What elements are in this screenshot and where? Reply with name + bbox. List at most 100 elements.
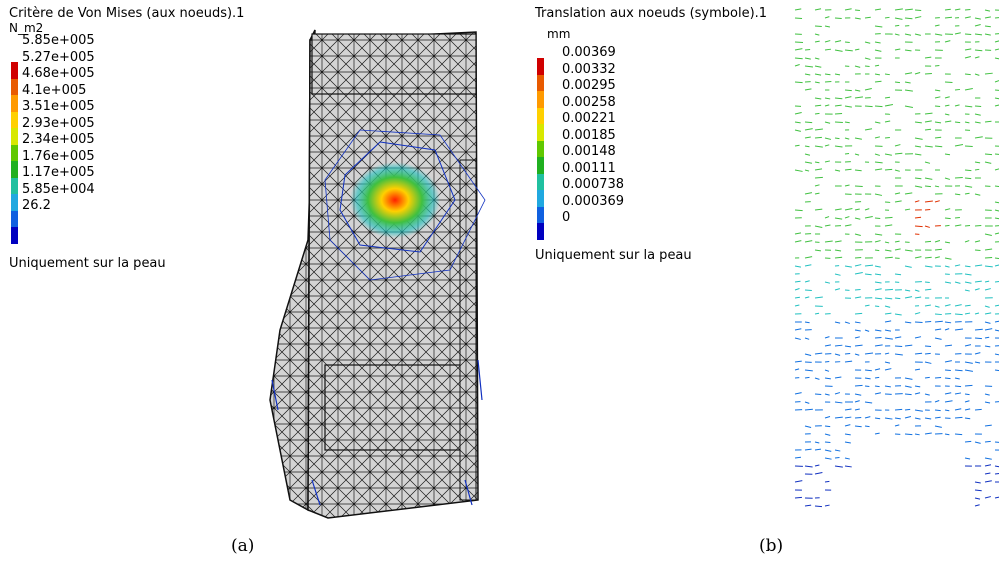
displacement-arrow [864, 329, 870, 332]
displacement-arrow [974, 337, 982, 340]
displacement-arrow [814, 249, 821, 252]
displacement-arrow [804, 136, 811, 139]
displacement-arrow [884, 216, 893, 219]
displacement-arrow [994, 465, 999, 468]
displacement-arrow [944, 208, 951, 211]
displacement-arrow [814, 40, 820, 43]
displacement-arrow [934, 337, 942, 340]
displacement-arrow [844, 137, 850, 140]
displacement-arrow [914, 145, 921, 148]
displacement-arrow [804, 192, 813, 195]
displacement-arrow [994, 329, 999, 332]
displacement-arrow [994, 48, 999, 51]
displacement-arrow [794, 209, 803, 212]
displacement-arrow [824, 441, 831, 444]
displacement-arrow [854, 208, 860, 211]
displacement-arrow [914, 185, 923, 188]
displacement-arrow [864, 401, 873, 404]
displacement-arrow [794, 480, 803, 483]
displacement-arrow [814, 104, 822, 107]
displacement-arrow [794, 144, 800, 147]
displacement-arrow [974, 497, 981, 500]
displacement-arrow [874, 392, 881, 395]
displacement-arrow [994, 17, 999, 19]
displacement-arrow [824, 457, 832, 460]
displacement-arrow [874, 265, 881, 268]
displacement-arrow [874, 168, 883, 171]
displacement-arrow [874, 368, 881, 371]
displacement-arrow [804, 256, 813, 259]
displacement-arrow [794, 368, 800, 371]
legend-tick-label: 1.17e+005 [22, 165, 95, 180]
displacement-arrow [894, 169, 900, 172]
displacement-arrow [804, 169, 810, 172]
displacement-arrow [874, 121, 881, 124]
displacement-arrow [954, 144, 964, 147]
displacement-arrow [924, 288, 932, 291]
displacement-arrow [794, 280, 801, 283]
displacement-arrow [834, 273, 841, 276]
displacement-arrow [994, 104, 999, 107]
displacement-arrow [904, 49, 912, 52]
colorbar-segment [11, 62, 18, 79]
legend-tick-label: 5.27e+005 [22, 49, 95, 65]
displacement-arrow [924, 185, 931, 188]
displacement-arrow [994, 80, 999, 83]
displacement-arrow [864, 273, 872, 276]
displacement-arrow [964, 169, 972, 172]
displacement-arrow [914, 200, 920, 203]
displacement-arrow [874, 297, 883, 300]
displacement-arrow [984, 9, 991, 12]
displacement-arrow [884, 312, 892, 315]
displacement-arrow [874, 193, 883, 196]
displacement-arrow [994, 304, 999, 307]
displacement-arrow [874, 240, 881, 243]
displacement-arrow [794, 169, 803, 172]
displacement-arrow [994, 353, 999, 356]
displacement-arrow [874, 249, 880, 252]
displacement-arrow [844, 416, 852, 419]
displacement-arrow [994, 345, 999, 347]
displacement-arrow [864, 88, 872, 91]
displacement-arrow [824, 224, 831, 227]
displacement-arrow [804, 504, 812, 507]
displacement-arrow [864, 377, 871, 380]
legend-tick-label: 0.000738 [562, 177, 625, 192]
displacement-arrow [924, 56, 932, 59]
displacement-arrow [954, 264, 961, 267]
displacement-arrow [944, 281, 952, 284]
displacement-arrow [814, 168, 823, 171]
legend-tick-label: 0.00148 [562, 144, 616, 159]
displacement-arrow [814, 208, 823, 211]
displacement-arrow [794, 81, 803, 84]
legend-tick-label: 3.51e+005 [22, 99, 95, 114]
displacement-arrow [874, 417, 881, 420]
displacement-arrow [964, 361, 973, 364]
colorbar-segment [537, 223, 544, 241]
displacement-arrow [874, 25, 883, 28]
displacement-arrow [824, 144, 830, 147]
displacement-arrow [934, 248, 942, 251]
displacement-arrow [854, 408, 860, 411]
displacement-arrow [984, 464, 992, 467]
displacement-arrow [844, 360, 853, 363]
displacement-arrow [974, 17, 981, 20]
legend-tick-label: 0.00295 [562, 78, 616, 93]
displacement-arrow [864, 352, 874, 355]
displacement-arrow [844, 441, 851, 444]
displacement-arrow [854, 393, 862, 396]
displacement-arrow [874, 161, 883, 164]
displacement-arrow [804, 465, 813, 468]
displacement-arrow [944, 344, 953, 347]
displacement-arrow [884, 104, 894, 107]
legend-b-unit: mm [547, 27, 571, 41]
displacement-arrow [914, 385, 921, 388]
displacement-arrow [944, 153, 951, 156]
displacement-arrow [834, 465, 843, 468]
displacement-arrow [804, 153, 811, 156]
displacement-arrow [964, 265, 971, 268]
colorbar-segment [537, 107, 544, 125]
colorbar-segment [11, 144, 18, 162]
displacement-arrow [824, 25, 831, 28]
displacement-arrow [804, 240, 813, 243]
